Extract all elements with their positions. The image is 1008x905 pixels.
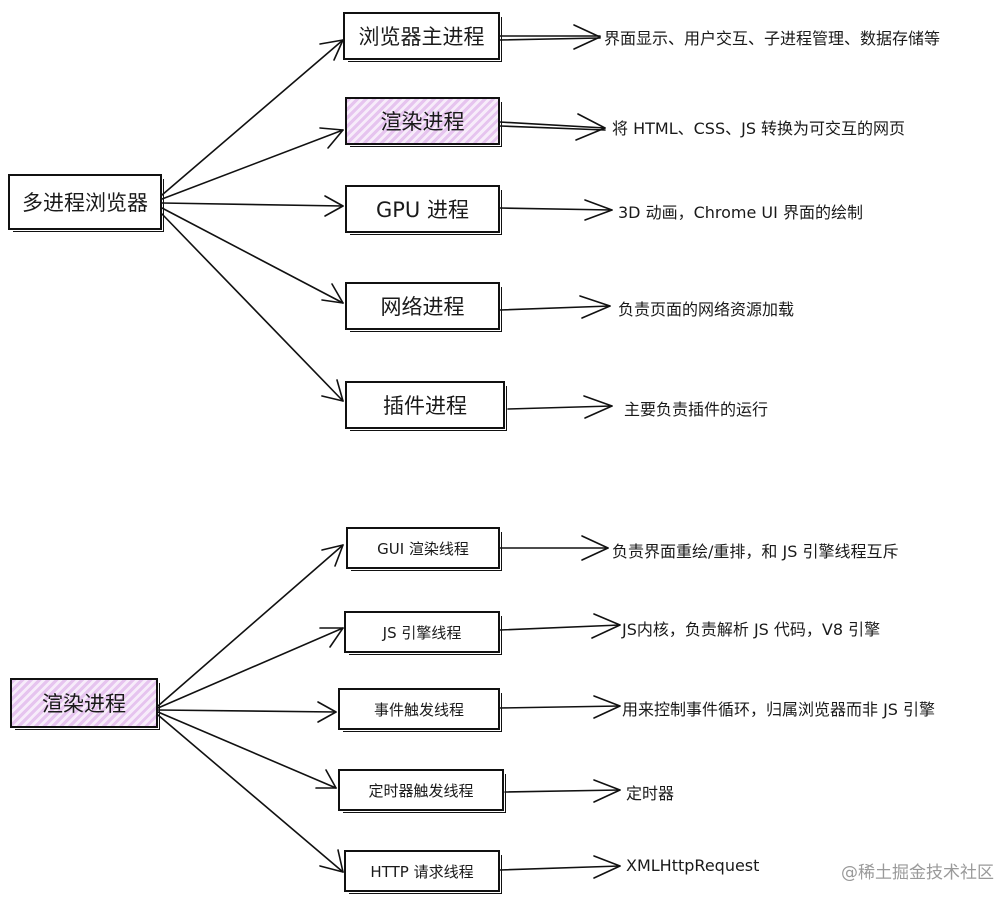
desc-renderer-process: 将 HTML、CSS、JS 转换为可交互的网页	[612, 119, 906, 138]
edge-render-root-http	[157, 714, 344, 873]
edge-render-desc-head	[575, 113, 606, 141]
edge-render-desc	[499, 121, 606, 131]
desc-timer-trigger-thread: 定时器	[626, 784, 675, 803]
node-multiprocess-browser: 多进程浏览器	[8, 174, 164, 232]
watermark: @稀土掘金技术社区	[841, 863, 994, 883]
desc-plugin-process: 主要负责插件的运行	[624, 400, 769, 419]
edge-plugin-desc-head	[583, 395, 613, 419]
edge-root-network-head	[321, 283, 344, 304]
edge-network-desc-head	[579, 295, 611, 319]
node-label: JS 引擎线程	[382, 623, 462, 642]
edge-timer-desc-head	[593, 779, 621, 803]
edge-js-desc	[499, 624, 621, 631]
desc-browser-main-process: 界面显示、用户交互、子进程管理、数据存储等	[604, 29, 941, 48]
edge-main-desc-head	[573, 24, 601, 50]
node-label: 事件触发线程	[373, 700, 464, 719]
node-label: 网络进程	[380, 295, 465, 319]
node-label: 插件进程	[383, 394, 467, 418]
node-http-request-thread: HTTP 请求线程	[344, 850, 502, 894]
node-gpu-process: GPU 进程	[345, 185, 502, 235]
edge-root-gpu-head	[324, 195, 344, 217]
node-label: 渲染进程	[380, 110, 465, 134]
edge-root-render	[161, 129, 344, 200]
edge-js-desc-head	[591, 613, 621, 639]
edge-event-desc-head	[593, 695, 621, 719]
node-browser-main-process: 浏览器主进程	[343, 12, 502, 62]
desc-js-engine-thread: JS内核，负责解析 JS 代码，V8 引擎	[622, 620, 881, 639]
edge-render-root-http-head	[319, 849, 344, 873]
edge-event-desc	[499, 705, 621, 709]
edge-root-gpu	[161, 202, 344, 207]
edge-render-root-js	[157, 627, 344, 709]
node-gui-render-thread: GUI 渲染线程	[346, 527, 502, 571]
edge-render-root-timer	[157, 711, 337, 789]
node-network-process: 网络进程	[345, 282, 502, 332]
edge-root-plugin	[161, 213, 344, 402]
edge-root-main	[161, 39, 344, 196]
edge-render-root-timer-head	[315, 769, 337, 789]
node-timer-trigger-thread: 定时器触发线程	[338, 769, 506, 813]
edge-render-root-gui	[157, 544, 344, 707]
edge-gui-desc-head	[581, 535, 609, 561]
node-label: 渲染进程	[42, 692, 126, 716]
node-label: HTTP 请求线程	[370, 862, 474, 881]
node-label: 浏览器主进程	[358, 25, 485, 49]
desc-event-trigger-thread: 用来控制事件循环，归属浏览器而非 JS 引擎	[622, 700, 936, 719]
node-label: GPU 进程	[376, 198, 469, 222]
node-label: GUI 渲染线程	[377, 539, 469, 558]
edge-network-desc	[499, 305, 611, 311]
edge-render-root-gui-head	[321, 544, 344, 567]
desc-gpu-process: 3D 动画，Chrome UI 界面的绘制	[618, 203, 863, 222]
edge-root-network	[161, 207, 344, 304]
edge-root-render-head	[319, 127, 344, 149]
node-label: 定时器触发线程	[368, 781, 474, 800]
edge-root-plugin-head	[321, 379, 344, 402]
edge-plugin-desc	[507, 405, 613, 410]
node-event-trigger-thread: 事件触发线程	[338, 688, 502, 732]
node-plugin-process: 插件进程	[345, 381, 507, 431]
node-renderer-root: 渲染进程	[10, 678, 160, 730]
desc-gui-render-thread: 负责界面重绘/重排，和 JS 引擎线程互斥	[612, 542, 899, 561]
node-label: 多进程浏览器	[22, 191, 148, 215]
edge-http-desc	[499, 865, 621, 871]
edge-timer-desc	[504, 789, 621, 793]
edge-main-desc	[499, 35, 601, 41]
edge-gpu-desc-head	[584, 199, 613, 221]
node-js-engine-thread: JS 引擎线程	[344, 611, 502, 655]
edge-render-root-event-head	[317, 701, 337, 723]
edge-http-desc-head	[593, 855, 621, 879]
edge-render-root-event	[157, 709, 337, 713]
edge-gpu-desc	[499, 207, 613, 211]
desc-network-process: 负责页面的网络资源加载	[618, 300, 795, 319]
desc-http-request-thread: XMLHttpRequest	[626, 856, 760, 875]
node-renderer-process: 渲染进程	[345, 97, 502, 147]
edge-render-root-js-head	[319, 627, 344, 648]
